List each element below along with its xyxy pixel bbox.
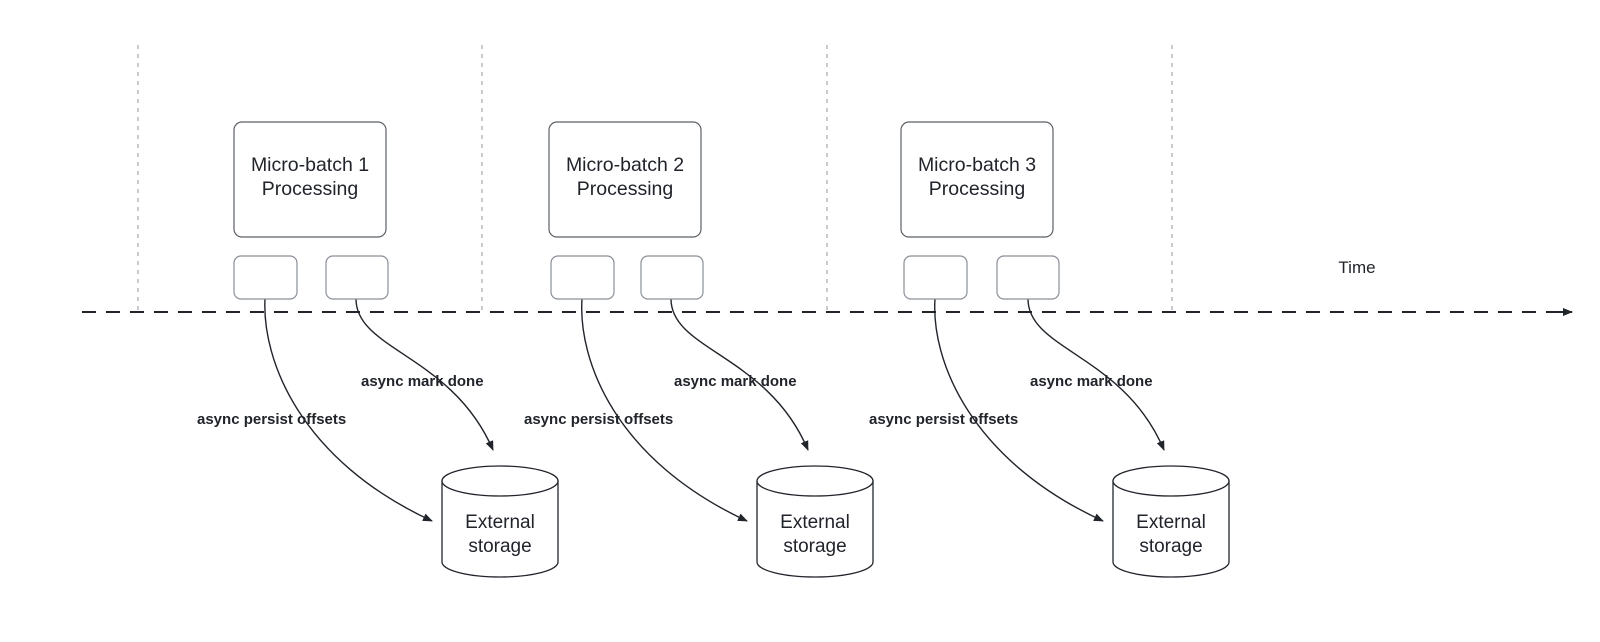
timeline-group: Time [82,258,1573,316]
task-box[interactable] [550,255,615,300]
task-box[interactable] [640,255,704,300]
external-storage-cylinder-body[interactable] [1112,480,1230,578]
task-box[interactable] [233,255,298,300]
edge-label-g2-mark-done: async mark done [674,373,797,390]
flow-edge-g2-persist [581,298,748,522]
external-storage-cylinder-top [1112,465,1230,497]
external-storage-label-line2: storage [468,536,531,557]
task-box[interactable] [996,255,1060,300]
external-storage-label-line1: External [1136,512,1206,533]
external-storage-label-line1: External [780,512,850,533]
external-storage-label-line1: External [465,512,535,533]
flow-edge-g3-mark-done [1027,298,1165,451]
task-box[interactable] [903,255,968,300]
micro-batch-label-line1: Micro-batch 2 [566,154,684,176]
micro-batch-label-line1: Micro-batch 3 [918,154,1036,176]
micro-batch-label-line2: Processing [577,178,673,200]
edge-label-g2-persist: async persist offsets [524,411,673,428]
external-storage-cylinder-top [441,465,559,497]
flow-edge-g3-persist [934,298,1104,522]
micro-batch-label-line1: Micro-batch 1 [251,154,369,176]
micro-batch-label-line2: Processing [929,178,1025,200]
edge-label-g3-mark-done: async mark done [1030,373,1153,390]
flow-edges-group [264,298,1165,522]
edge-label-g1-mark-done: async mark done [361,373,484,390]
flow-edge-g2-mark-done [670,298,809,451]
external-storage-cylinder-top [756,465,874,497]
labels-group: Micro-batch 1ProcessingExternalstorageas… [197,154,1206,557]
time-axis-label: Time [1338,258,1375,277]
external-storage-label-line2: storage [1139,536,1202,557]
micro-batch-box[interactable] [233,121,387,238]
micro-batch-box[interactable] [900,121,1054,238]
edge-label-g3-persist: async persist offsets [869,411,1018,428]
flow-edge-g1-mark-done [355,298,494,451]
edge-label-g1-persist: async persist offsets [197,411,346,428]
task-box[interactable] [325,255,389,300]
external-storage-cylinder-body[interactable] [756,480,874,578]
micro-batch-label-line2: Processing [262,178,358,200]
external-storage-cylinder-body[interactable] [441,480,559,578]
nodes-group [233,121,1230,578]
flow-edge-g1-persist [264,298,433,522]
micro-batch-box[interactable] [548,121,702,238]
external-storage-label-line2: storage [783,536,846,557]
